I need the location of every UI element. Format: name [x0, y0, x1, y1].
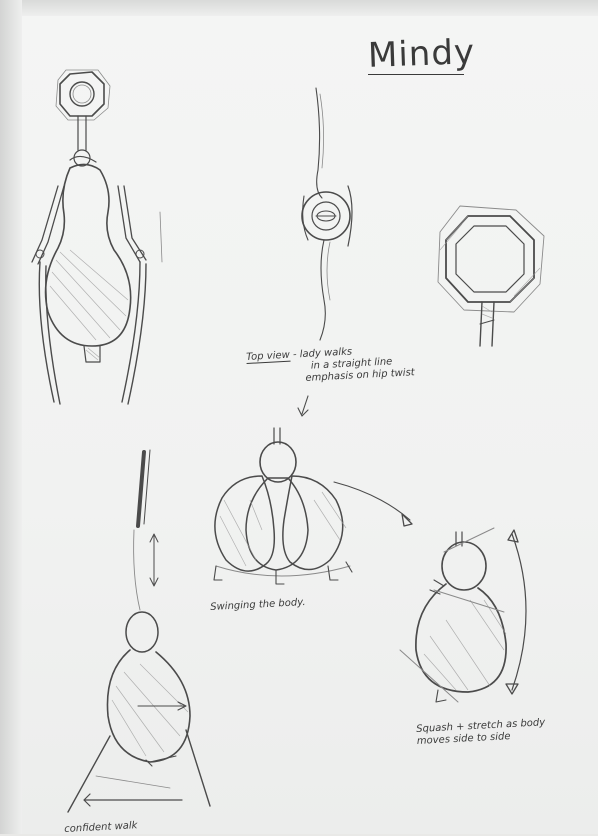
- figure-octagon: [438, 206, 544, 346]
- page-title: Mindy: [367, 32, 475, 76]
- figure-top-view: [302, 88, 352, 340]
- figure-front-view: [32, 70, 162, 404]
- title-underline: [368, 74, 464, 75]
- figure-confident-walk: [68, 450, 210, 812]
- figure-squash-stretch: [400, 528, 526, 702]
- figure-swinging: [214, 428, 412, 584]
